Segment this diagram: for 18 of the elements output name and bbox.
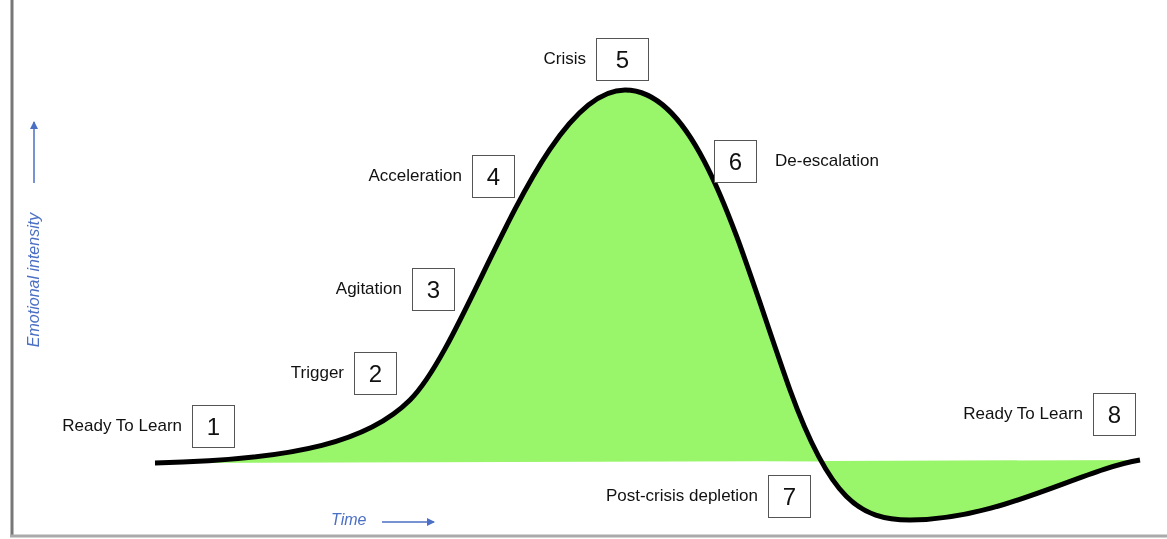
phase-label: Post-crisis depletion	[605, 486, 758, 506]
axis-label: Time	[331, 511, 367, 529]
phase-label: Agitation	[335, 279, 402, 299]
number-box: 8	[1093, 393, 1136, 436]
phase-label: Trigger	[290, 363, 344, 383]
number-box: 7	[768, 475, 811, 518]
phase-label: Ready To Learn	[62, 416, 182, 436]
number-box: 3	[412, 268, 455, 311]
phase-label: Acceleration	[368, 166, 462, 186]
phase-label: Ready To Learn	[963, 404, 1083, 424]
axis-label: Emotional intensity	[25, 212, 43, 348]
number-box: 4	[472, 155, 515, 198]
number-box: 6	[714, 140, 757, 183]
phase-label: Crisis	[543, 49, 586, 69]
phase-label: De-escalation	[775, 151, 879, 171]
number-box: 2	[354, 352, 397, 395]
number-box: 1	[192, 405, 235, 448]
number-box: 5	[596, 38, 649, 81]
